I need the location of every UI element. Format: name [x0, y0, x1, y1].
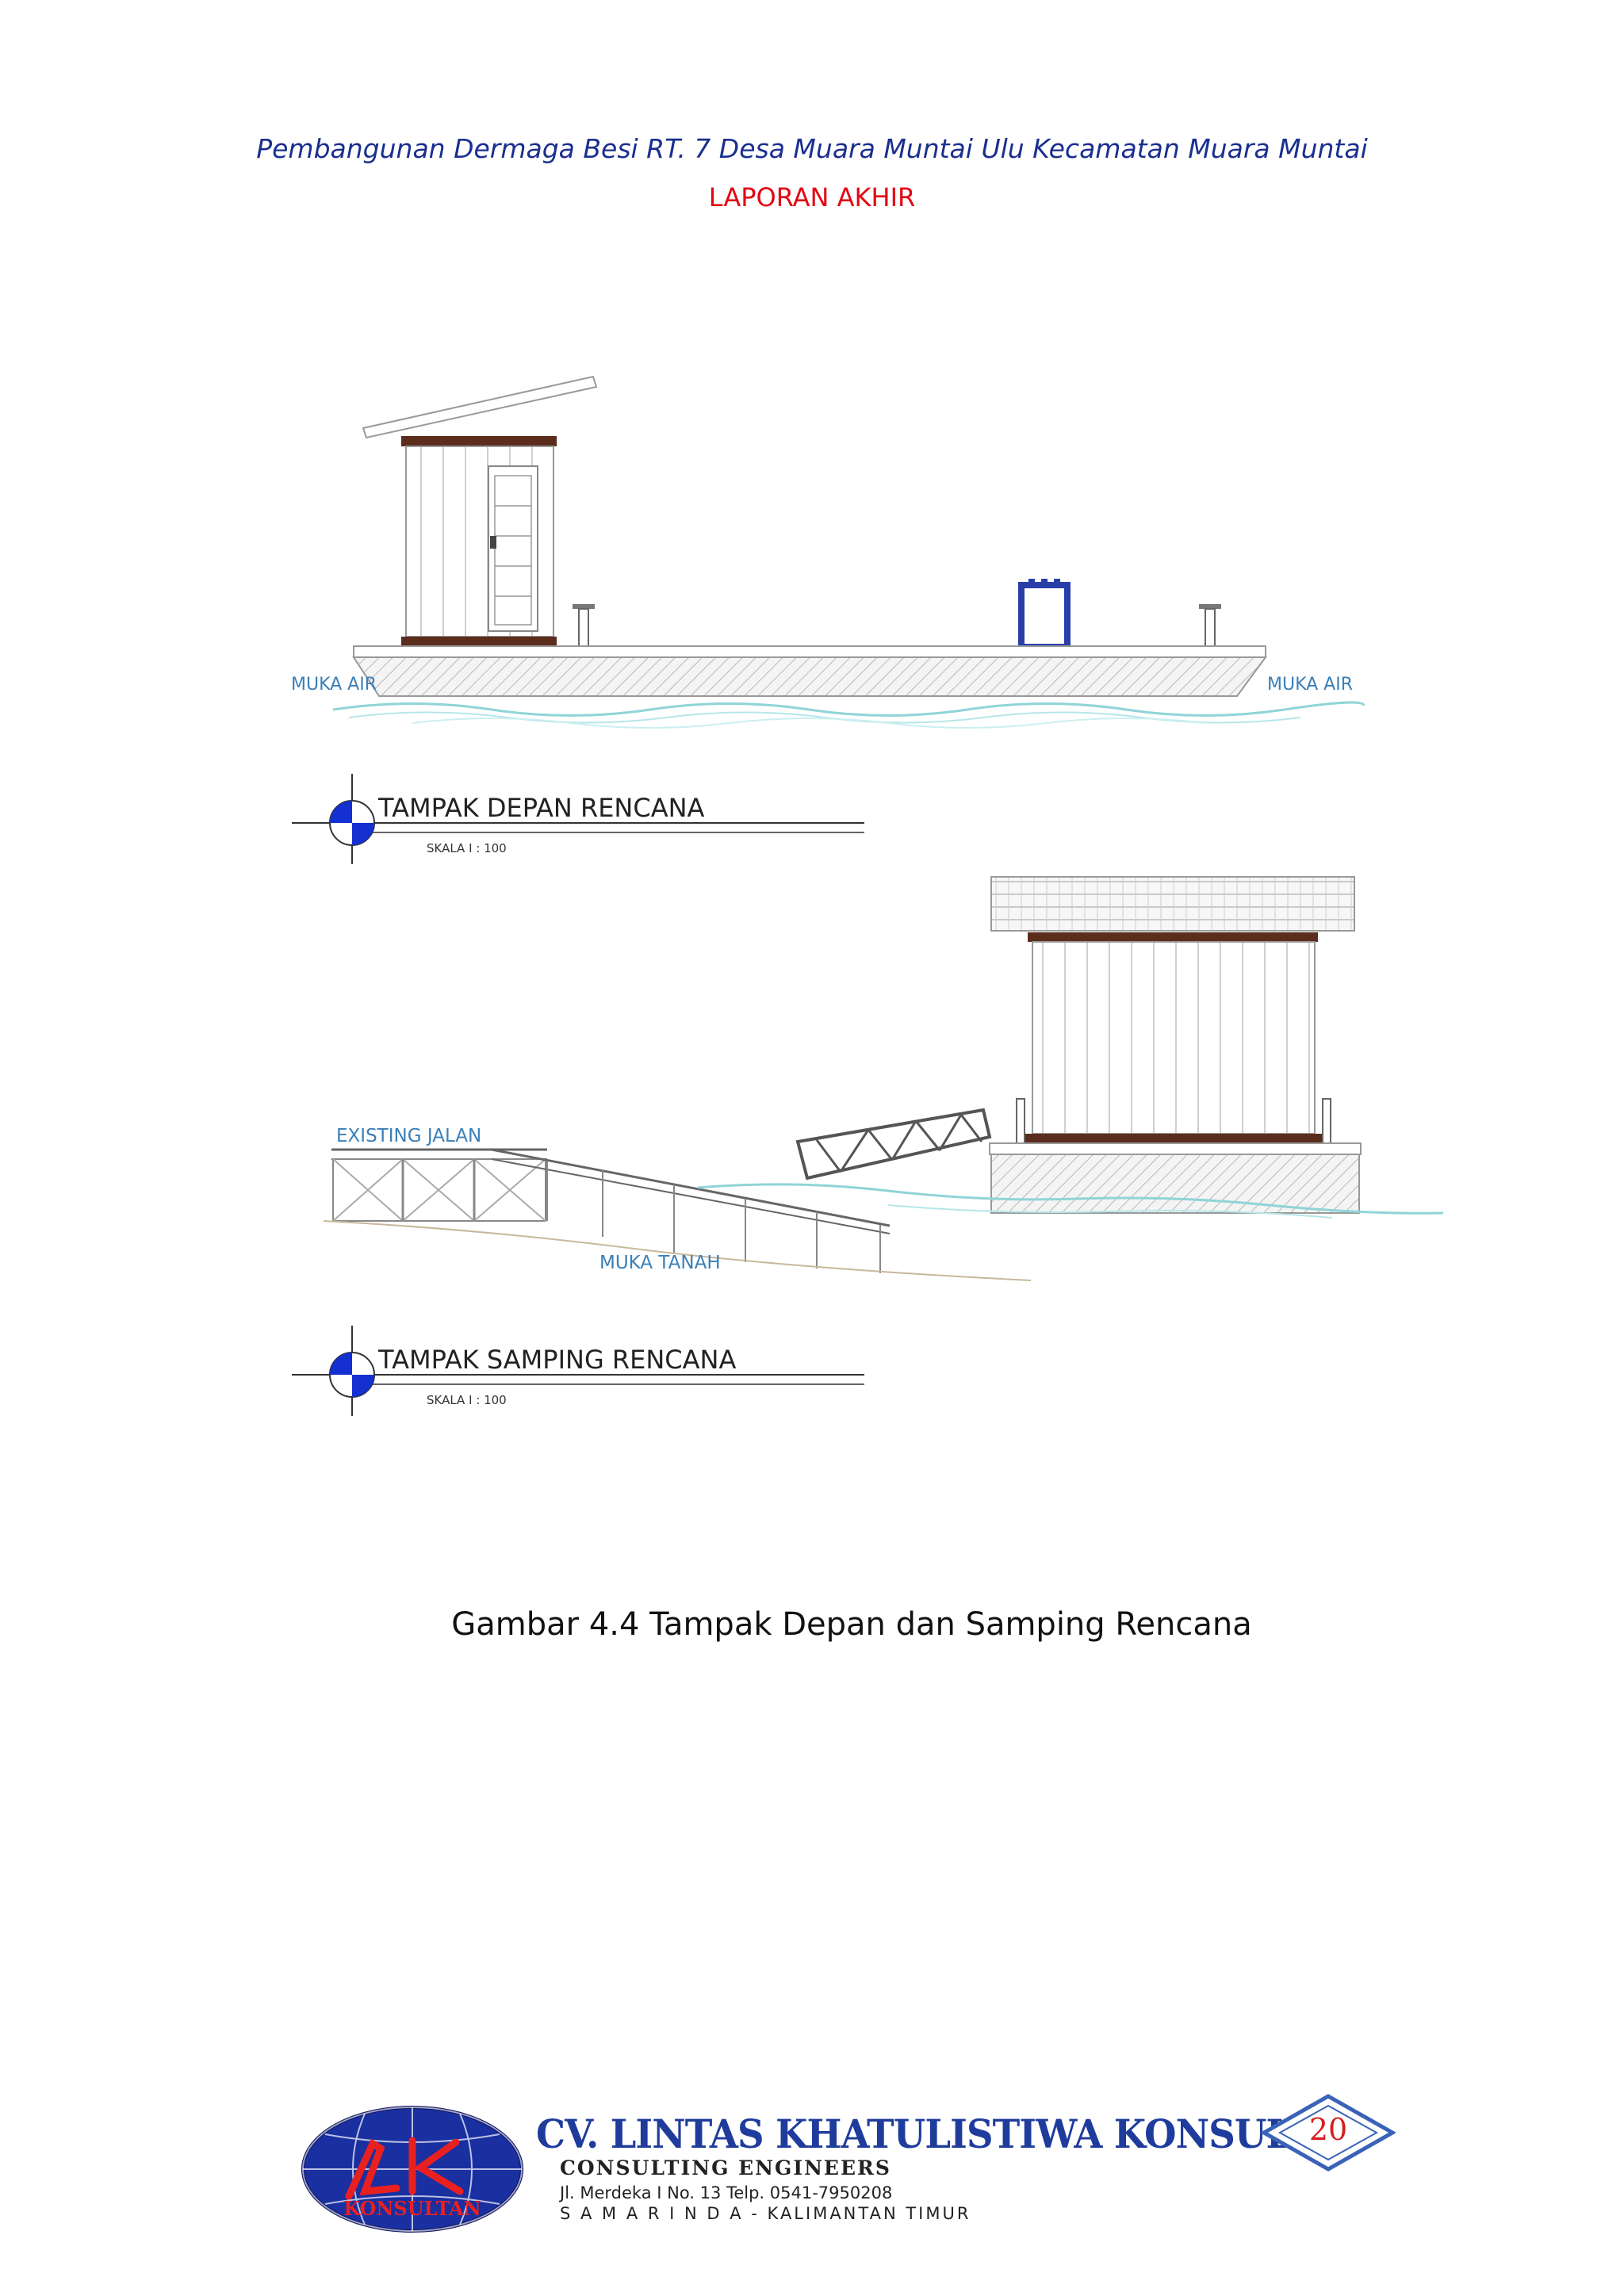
side-deck — [989, 1142, 1362, 1155]
technical-drawing: MUKA AIR MUKA AIR TAMPAK DEPAN RENCANA S… — [291, 375, 1444, 1416]
footer-company-name: CV. LINTAS KHATULISTIWA KONSULTAN — [536, 2110, 1374, 2157]
bollard-right-icon — [1199, 604, 1221, 648]
front-deck — [353, 645, 1266, 658]
side-roof — [990, 876, 1355, 932]
front-label-muka-air-right: MUKA AIR — [1267, 675, 1353, 695]
front-label-muka-air-left: MUKA AIR — [291, 675, 377, 695]
post-right-icon — [1322, 1098, 1331, 1144]
bollard-left-icon — [573, 604, 595, 648]
footer-company-subtitle: CONSULTING ENGINEERS — [560, 2156, 891, 2179]
door-handle-icon — [490, 536, 496, 549]
front-view-title-block: TAMPAK DEPAN RENCANA SKALA I : 100 — [292, 774, 864, 864]
figure-caption: Gambar 4.4 Tampak Depan dan Samping Renc… — [451, 1606, 1252, 1643]
side-cabin-wall — [1032, 941, 1316, 1135]
side-view-scale: SKALA I : 100 — [427, 1393, 507, 1407]
logo-text: KONSULTAN — [343, 2197, 481, 2220]
rail-frame-icon — [1018, 579, 1071, 650]
page-number: 20 — [1308, 2112, 1348, 2147]
page-number-badge: 20 — [1259, 2093, 1397, 2172]
side-cabin-base — [1025, 1134, 1323, 1143]
front-water-line — [332, 701, 1365, 717]
diamond-icon — [1259, 2094, 1397, 2172]
front-view-drawing: MUKA AIR MUKA AIR — [291, 375, 1365, 729]
ground-line — [323, 1220, 1032, 1281]
side-view-title-block: TAMPAK SAMPING RENCANA SKALA I : 100 — [292, 1326, 864, 1416]
side-pontoon — [990, 1154, 1360, 1214]
company-logo: KONSULTAN — [301, 2106, 523, 2233]
front-roof — [362, 375, 598, 439]
side-water-line — [697, 1183, 1444, 1215]
front-view-title: TAMPAK DEPAN RENCANA — [377, 793, 705, 823]
front-view-scale: SKALA I : 100 — [427, 841, 507, 855]
gangway-truss — [795, 1108, 992, 1181]
front-eave-band — [401, 436, 557, 446]
side-label-existing-jalan: EXISTING JALAN — [336, 1126, 481, 1146]
side-view-title: TAMPAK SAMPING RENCANA — [377, 1345, 736, 1375]
front-cabin-base — [401, 637, 557, 646]
existing-road-trestle — [331, 1148, 891, 1273]
document-header-title: Pembangunan Dermaga Besi RT. 7 Desa Muar… — [256, 133, 1368, 164]
side-view-drawing: EXISTING JALAN MUKA TANAH — [323, 876, 1444, 1281]
section-symbol-icon — [329, 800, 375, 846]
side-label-muka-tanah: MUKA TANAH — [599, 1253, 721, 1273]
front-pontoon-hull — [352, 656, 1267, 697]
side-eave-band — [1028, 932, 1318, 942]
document-header-subtitle: LAPORAN AKHIR — [708, 182, 916, 212]
front-door — [488, 465, 538, 632]
post-left-icon — [1016, 1098, 1025, 1144]
footer-city: S A M A R I N D A - KALIMANTAN TIMUR — [560, 2204, 971, 2223]
footer-address: Jl. Merdeka I No. 13 Telp. 0541-7950208 — [560, 2183, 893, 2202]
section-symbol-icon — [329, 1352, 375, 1398]
